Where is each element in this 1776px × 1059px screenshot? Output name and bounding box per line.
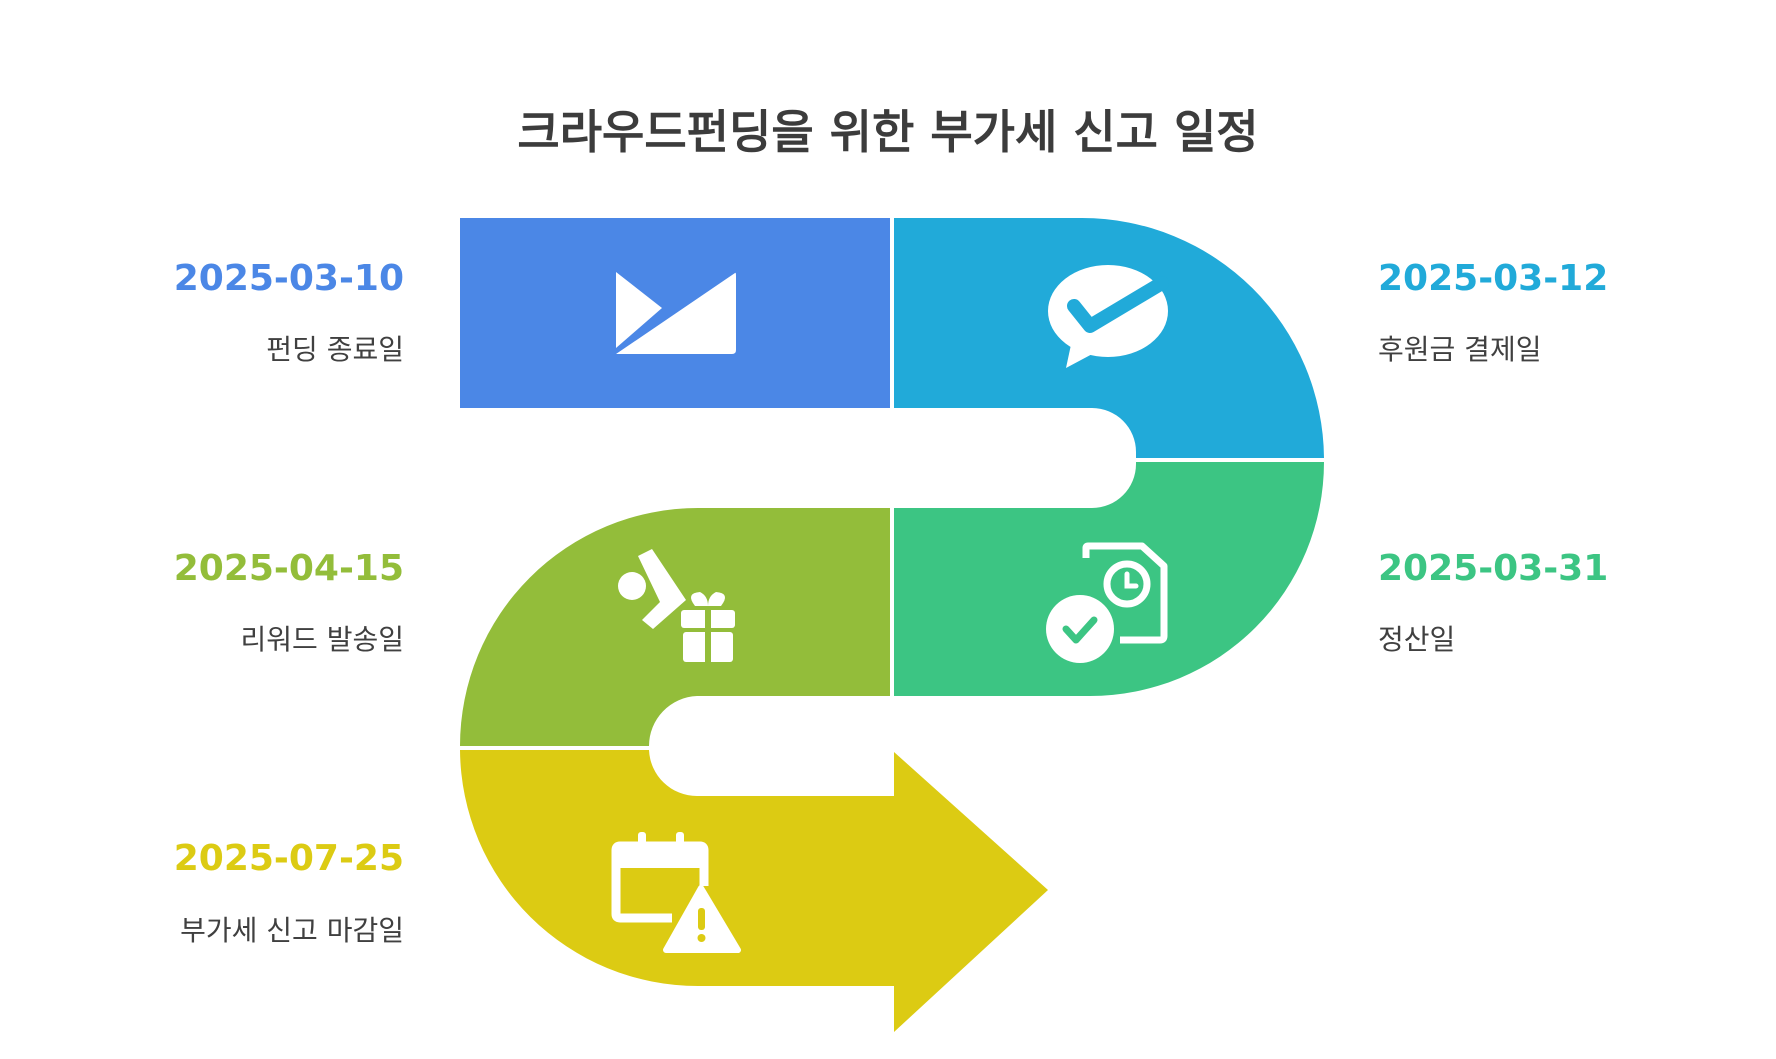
date-text: 2025-04-15 [174,548,404,589]
segment-shape [460,218,890,408]
date-text: 2025-07-25 [174,838,404,879]
step-label: 부가세 신고 마감일 [180,914,404,947]
label-reward-shipping: 2025-04-15 리워드 발송일 [174,548,404,656]
segment-shape [460,750,1048,1032]
step-label: 후원금 결제일 [1378,333,1541,366]
date-text: 2025-03-10 [174,258,404,299]
chat-check-icon [1048,265,1169,368]
document-clock-check-icon [1046,542,1168,663]
step-label: 펀딩 종료일 [266,333,404,366]
diagram-title: 크라우드펀딩을 위한 부가세 신고 일정 [517,105,1258,159]
segment-vat-deadline [460,750,1048,1032]
label-payment: 2025-03-12 후원금 결제일 [1378,258,1608,366]
envelope-icon [616,272,736,354]
segment-shape [460,508,890,746]
calendar-warning-icon [611,832,741,953]
label-funding-end: 2025-03-10 펀딩 종료일 [174,258,404,366]
step-label: 리워드 발송일 [241,623,404,656]
segment-reward-shipping [460,508,890,746]
date-text: 2025-03-31 [1378,548,1608,589]
step-label: 정산일 [1378,623,1455,656]
label-settlement: 2025-03-31 정산일 [1378,548,1608,656]
gift-ticket-icon [618,549,735,664]
date-text: 2025-03-12 [1378,258,1608,299]
label-vat-deadline: 2025-07-25 부가세 신고 마감일 [174,838,404,947]
segment-funding-end [460,218,890,408]
